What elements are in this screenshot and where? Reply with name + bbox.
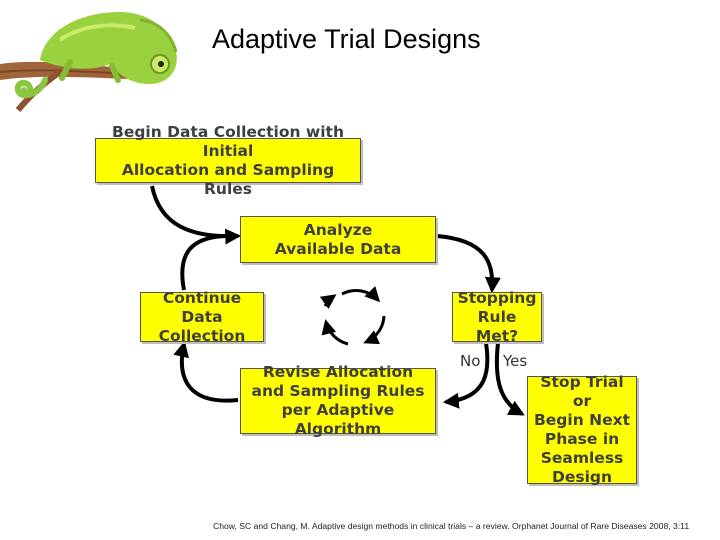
arrow-no-to-revise xyxy=(442,342,490,409)
arrow-revise-to-continue xyxy=(173,340,239,403)
begin-data-collection-box: Begin Data Collection with Initial Alloc… xyxy=(95,123,361,198)
slide-title: Adaptive Trial Designs xyxy=(212,24,481,54)
yes-label: Yes xyxy=(503,352,528,370)
arrow-analyze-to-stopping xyxy=(436,234,501,294)
cycle-icon xyxy=(319,286,386,346)
arrow-continue-to-analyze xyxy=(180,233,239,291)
revise-allocation-box: Revise Allocation and Sampling Rules per… xyxy=(240,363,436,438)
stop-trial-box: Stop Trial or Begin Next Phase in Seamle… xyxy=(527,373,637,486)
continue-collection-box: Continue Data Collection xyxy=(140,289,264,345)
analyze-data-box: Analyze Available Data xyxy=(240,216,436,263)
arrow-yes-to-stop xyxy=(494,342,525,416)
stopping-rule-box: Stopping Rule Met? xyxy=(452,289,542,345)
no-label: No xyxy=(460,352,481,370)
chameleon-icon xyxy=(0,12,178,112)
citation: Chow, SC and Chang, M. Adaptive design m… xyxy=(213,521,690,531)
